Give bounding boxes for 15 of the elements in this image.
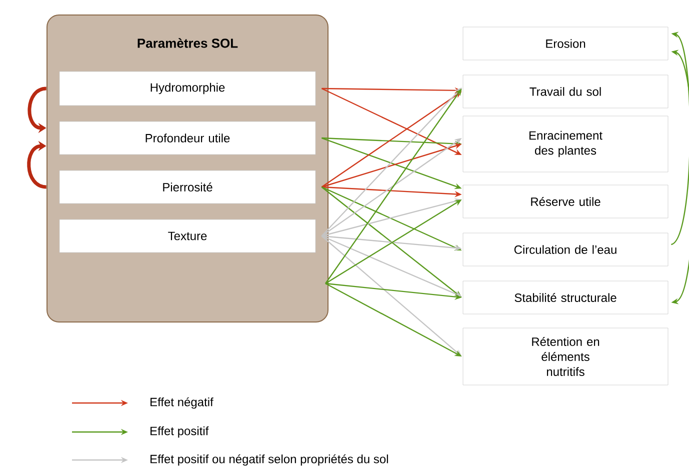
property-box: Rétention en éléments nutritifs	[462, 328, 668, 386]
parameter-box: Hydromorphie	[59, 71, 316, 106]
legend-text: Effet négatif	[150, 397, 214, 409]
legend-text: Effet positif ou négatif selon propriétés du sol	[150, 454, 388, 466]
arrow	[27, 140, 47, 189]
property-box: Travail du sol	[462, 74, 668, 108]
property-box: Réserve utile	[462, 184, 668, 218]
parameter-box: Profondeur utile	[59, 121, 316, 155]
property-box: Stabilité structurale	[462, 280, 668, 314]
parameter-box: Pierrosité	[59, 170, 316, 204]
property-box: Erosion	[462, 26, 668, 60]
parameter-box: Texture	[59, 219, 316, 253]
property-box: Enracinement des plantes	[462, 116, 668, 172]
property-box: Circulation de l’eau	[462, 232, 668, 266]
legend-text: Effet positif	[150, 426, 209, 438]
